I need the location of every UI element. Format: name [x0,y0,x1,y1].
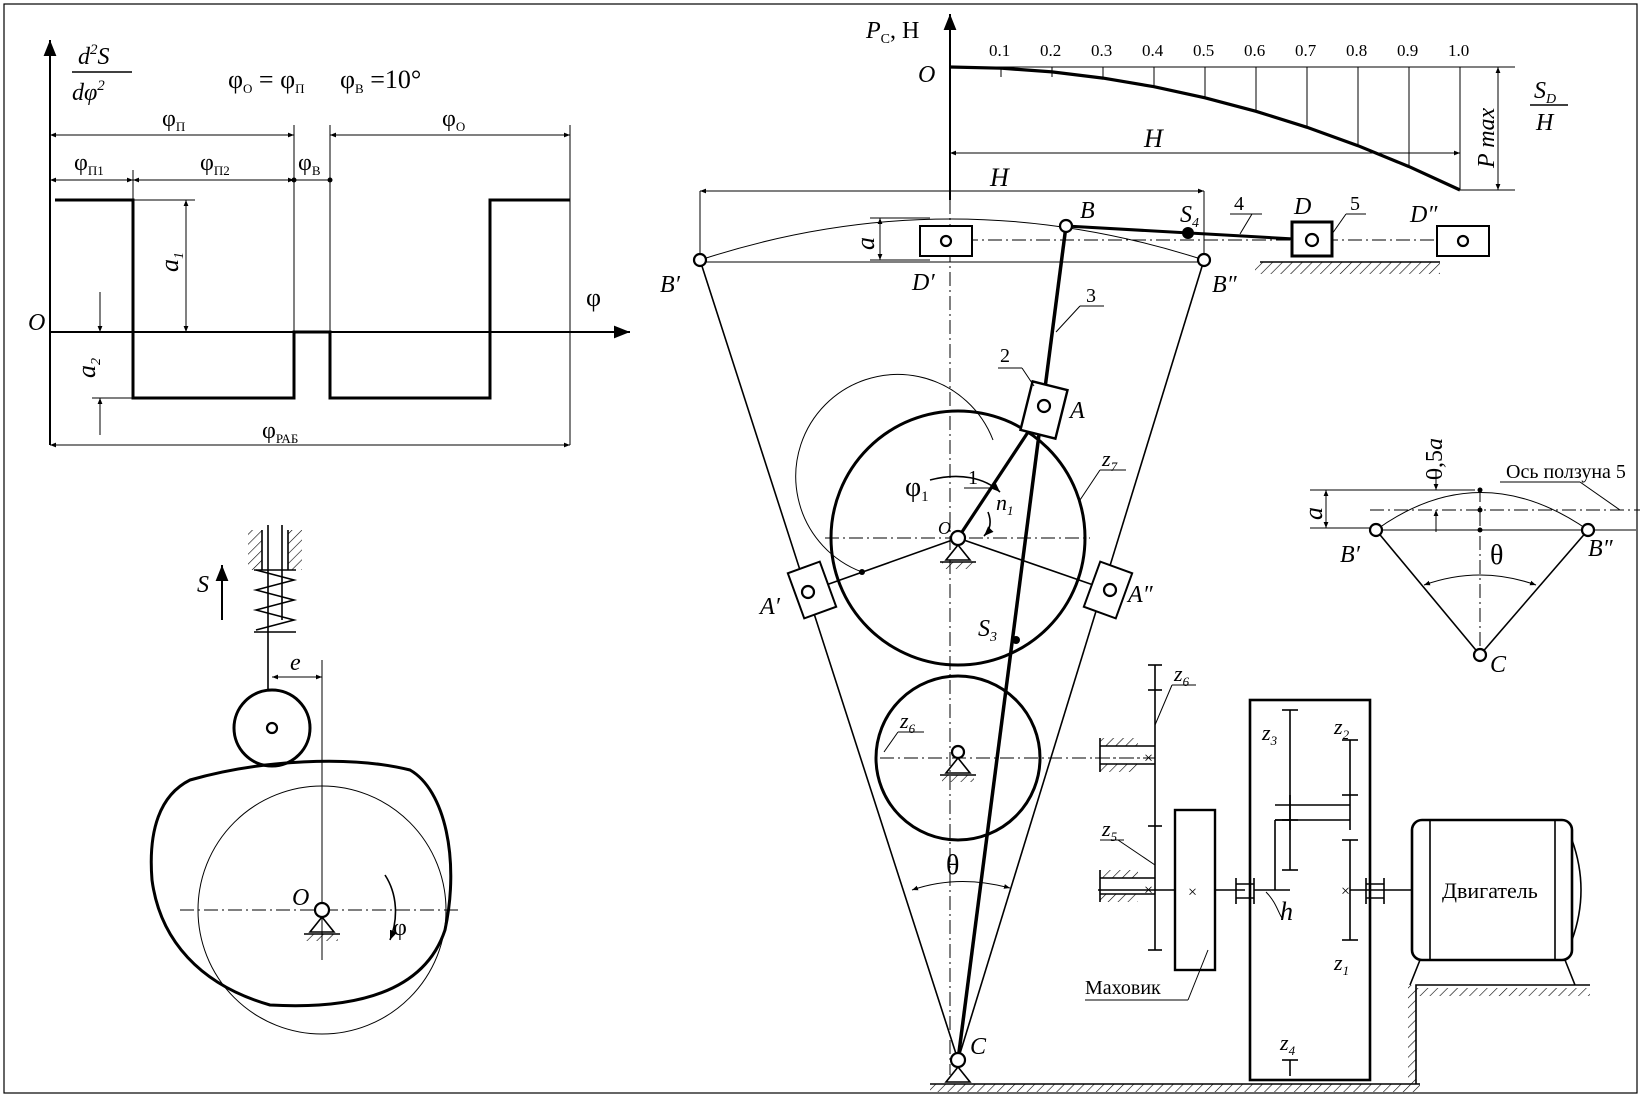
cam-mechanism: S e O φ [149,525,460,1035]
z5-label: z5 [1101,816,1118,844]
n1-label: n1 [996,490,1014,518]
detail-diagram: a 0,5a Ось ползуна 5 θ B′ B″ C [1299,438,1640,678]
d-prime-label: D′ [911,270,935,296]
phi-rab-label: φРАБ [262,418,298,446]
slider-axis-label: Ось ползуна 5 [1506,461,1626,483]
link-3-label: 3 [1086,285,1096,307]
force-tick-label: 0.8 [1346,41,1367,60]
svg-text:×: × [1188,884,1197,901]
phi-o-label: φО [442,106,465,134]
detail-b-prime-label: B′ [1340,542,1361,568]
acceleration-curve [55,198,570,400]
a2-label: a2 [72,358,104,378]
theta-label: θ [946,850,959,881]
z4-label: z4 [1279,1030,1296,1058]
phi-p-label: φП [162,106,185,134]
gear-z6 [874,674,1042,842]
b-prime-label: B′ [660,272,681,298]
cam-e-label: e [290,650,301,676]
svg-text:×: × [1144,882,1153,899]
cam-phi-label: φ [393,915,407,941]
a-prime-label: A′ [758,594,781,620]
accel-y-label-den: dφ2 [72,78,105,106]
z1-label: z1 [1333,950,1349,978]
motor [1410,818,1574,962]
force-tick-label: 0.9 [1397,41,1418,60]
phi1-label: φ1 [905,472,929,505]
detail-c-label: C [1490,652,1507,678]
force-tick-label: 0.5 [1193,41,1214,60]
half-a-label: 0,5a [1422,438,1448,480]
gear-drive: × z6 × z5 × Маховик [1085,661,1590,1084]
svg-text:×: × [1341,883,1350,900]
pmax-label: P max [1474,107,1500,169]
accel-formula-right: φВ =10° [340,65,421,96]
force-tick-label: 0.1 [989,41,1010,60]
z3-label: z3 [1261,720,1278,748]
b-dprime-label: B″ [1212,272,1238,298]
accel-formula: φО = φП [228,65,304,96]
s3-label: S3 [978,616,997,645]
svg-text:×: × [1144,750,1153,767]
force-tick-label: 0.2 [1040,41,1061,60]
cam-center-label: O [292,885,309,911]
h-label: h [1280,897,1293,926]
phi-p2-label: φП2 [200,150,230,178]
accel-y-label-num: d2S [78,42,110,70]
phi-v-label: φВ [298,150,321,178]
link-4-label: 4 [1234,193,1244,215]
z6-gear-label: z6 [1173,661,1190,689]
link-5-label: 5 [1350,193,1360,215]
flywheel-label: Маховик [1085,977,1161,999]
d-label: D [1293,194,1311,220]
force-origin: O [918,62,935,88]
rocker-extreme-right [957,259,1205,1061]
a-label: A [1068,398,1085,424]
c-label: C [970,1034,987,1060]
b-arc [699,218,1205,261]
cam-profile [149,759,453,1008]
z6-left-label: z6 [899,708,916,736]
link-1-label: 1 [968,467,978,489]
force-tick-label: 1.0 [1448,41,1469,60]
force-x-label-num: SD [1534,78,1556,107]
detail-theta-label: θ [1490,540,1503,571]
z2-label: z2 [1333,714,1350,742]
z7-label: z7 [1101,446,1118,474]
force-tick-label: 0.4 [1142,41,1164,60]
d-dprime-label: D″ [1409,202,1438,228]
force-tick-label: 0.6 [1244,41,1265,60]
detail-b-dprime-label: B″ [1588,536,1614,562]
force-tick-label: 0.7 [1295,41,1317,60]
lever-mechanism: H a B B′ B″ S4 D D′ D″ 4 [660,163,1490,1092]
force-ticks: 0.1 0.2 0.3 0.4 0.5 0.6 0.7 0.8 0.9 1.0 [989,41,1469,190]
phi-p1-label: φП1 [74,150,104,178]
detail-a-label: a [1299,507,1328,520]
accel-x-label: φ [586,283,601,312]
cam-s-label: S [197,572,209,598]
o-label: O [938,518,951,538]
a-dprime-label: A″ [1126,582,1154,608]
force-h-label: H [1143,124,1164,153]
flywheel [1173,808,1217,972]
mech-h-label: H [989,163,1010,192]
force-x-label-den: H [1535,110,1555,136]
rocker-extreme-left [699,259,959,1061]
force-tick-label: 0.3 [1091,41,1112,60]
sheet-frame [3,3,1638,1094]
mech-a-label: a [851,237,880,250]
b-label: B [1080,198,1095,224]
a1-label: a1 [155,252,187,272]
link-2-label: 2 [1000,345,1010,367]
acceleration-chart: d2S dφ2 φО = φП φВ =10° φП φО φП1 φП2 φВ [28,40,630,448]
accel-origin: O [28,310,45,336]
motor-label: Двигатель [1442,878,1538,903]
force-y-label: PС, Н [865,18,919,47]
force-chart: PС, Н O 0.1 0.2 0.3 0.4 0.5 0.6 0.7 0.8 0.9 1.0 P… [865,14,1568,200]
s4-label: S4 [1180,202,1199,231]
rocker-link-3 [956,225,1068,1061]
